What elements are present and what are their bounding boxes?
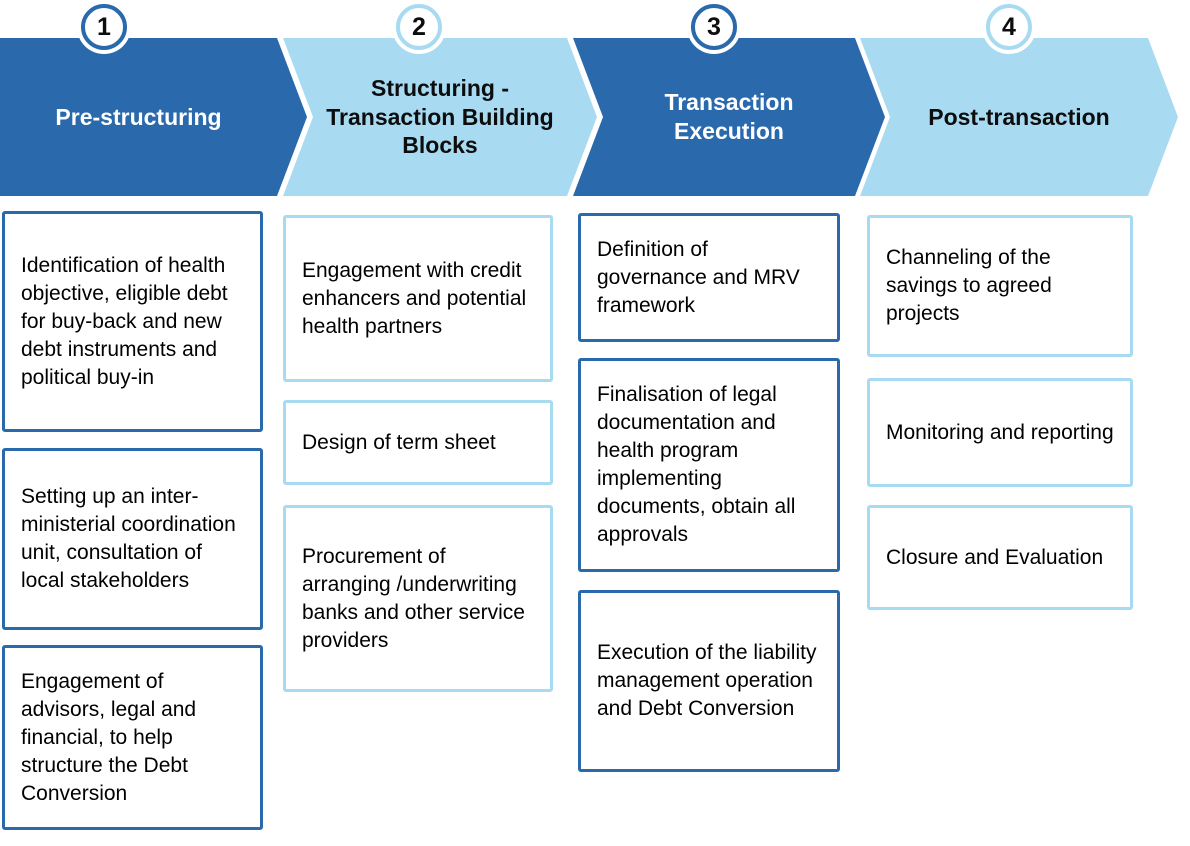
- task-text: Monitoring and reporting: [886, 420, 1114, 444]
- phase-4-arrow: Post-transaction: [860, 38, 1178, 196]
- phase-3-number: 3: [707, 12, 721, 41]
- phase-2-task-box-1: Engagement with credit enhancers and pot…: [283, 215, 553, 382]
- phase-3-task-box-1: Definition of governance and MRV framewo…: [578, 213, 840, 342]
- phase-2-task-box-3: Procurement of arranging /underwriting b…: [283, 505, 553, 692]
- phase-4-number-badge: 4: [986, 4, 1032, 50]
- phase-2-arrow: Structuring - Transaction Building Block…: [283, 38, 597, 196]
- task-text: Definition of governance and MRV framewo…: [597, 237, 800, 317]
- task-text: Setting up an inter-ministerial coordina…: [21, 485, 236, 592]
- phase-1-arrow: Pre-structuring: [0, 38, 307, 196]
- phase-2-task-box-2: Design of term sheet: [283, 400, 553, 485]
- phase-4-task-box-1: Channeling of the savings to agreed proj…: [867, 215, 1133, 357]
- task-text: Design of term sheet: [302, 430, 496, 454]
- task-text: Procurement of arranging /underwriting b…: [302, 544, 525, 652]
- task-text: Finalisation of legal documentation and …: [597, 383, 796, 546]
- task-text: Engagement with credit enhancers and pot…: [302, 258, 527, 338]
- phase-4-title: Post-transaction: [928, 103, 1110, 130]
- phase-1-task-box-1: Identification of health objective, elig…: [2, 211, 263, 432]
- phase-1-task-box-3: Engagement of advisors, legal and financ…: [2, 645, 263, 830]
- phase-3-number-badge: 3: [691, 4, 737, 50]
- phase-1-title: Pre-structuring: [55, 103, 222, 130]
- phase-4-number: 4: [1002, 12, 1016, 41]
- phase-1-number: 1: [97, 12, 111, 41]
- phase-1-task-box-2: Setting up an inter-ministerial coordina…: [2, 448, 263, 630]
- phase-2-number: 2: [412, 12, 426, 41]
- phase-4-task-box-2: Monitoring and reporting: [867, 378, 1133, 487]
- task-text: Closure and Evaluation: [886, 545, 1104, 569]
- task-text: Engagement of advisors, legal and financ…: [21, 669, 197, 805]
- phase-4-task-box-3: Closure and Evaluation: [867, 505, 1133, 610]
- phase-3-task-box-2: Finalisation of legal documentation and …: [578, 358, 840, 572]
- phase-3-title: Transaction Execution: [664, 89, 794, 144]
- phase-2-number-badge: 2: [396, 4, 442, 50]
- task-text: Execution of the liability management op…: [597, 641, 817, 720]
- phase-3-task-box-3: Execution of the liability management op…: [578, 590, 840, 772]
- phase-2-title: Structuring - Transaction Building Block…: [326, 74, 554, 159]
- phase-3-arrow: Transaction Execution: [573, 38, 885, 196]
- phase-1-number-badge: 1: [81, 4, 127, 50]
- task-text: Channeling of the savings to agreed proj…: [886, 246, 1052, 325]
- task-text: Identification of health objective, elig…: [21, 253, 228, 389]
